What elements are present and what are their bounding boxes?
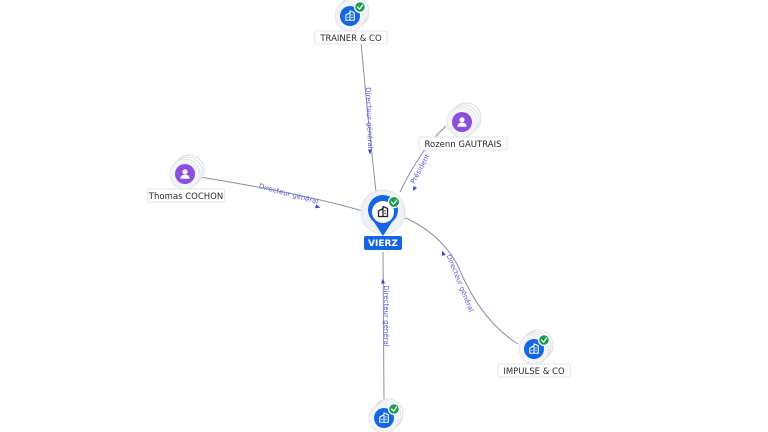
center-node[interactable]: VIERZ <box>360 189 406 250</box>
node-label-text: Thomas COCHON <box>148 192 223 202</box>
node-bottom[interactable] <box>368 398 404 432</box>
building-icon <box>345 10 355 21</box>
person-icon <box>457 117 467 127</box>
edge-line <box>400 215 519 345</box>
building-icon <box>529 343 539 354</box>
check-badge-icon <box>387 195 401 209</box>
edge-trainer: Directeur général <box>360 41 377 193</box>
center-label[interactable]: VIERZ <box>364 236 402 250</box>
edge-gautrais: Président <box>399 125 447 193</box>
node-label-gautrais[interactable]: Rozenn GAUTRAIS <box>418 136 508 151</box>
node-impulse[interactable]: IMPULSE & CO <box>497 329 571 378</box>
node-label-text: TRAINER & CO <box>319 34 382 44</box>
check-badge-icon <box>354 1 366 13</box>
check-badge-icon <box>538 334 550 346</box>
edge-bottom: Directeur général <box>381 251 390 403</box>
edge-label: Directeur général <box>382 285 390 346</box>
edge-arrow-icon <box>368 149 372 155</box>
edge-arrow-icon <box>381 278 385 284</box>
edge-line <box>199 176 367 213</box>
edge-line <box>360 41 377 193</box>
edge-label: Directeur général <box>364 87 374 149</box>
edge-arrow-icon <box>412 185 417 192</box>
edge-arrow-icon <box>315 204 321 209</box>
building-icon <box>377 205 389 218</box>
node-trainer[interactable]: TRAINER & CO <box>314 0 388 45</box>
node-label-text: IMPULSE & CO <box>503 367 565 377</box>
person-icon <box>180 169 190 179</box>
center-label-text: VIERZ <box>368 239 398 249</box>
node-label-trainer[interactable]: TRAINER & CO <box>314 30 388 45</box>
node-cochon[interactable]: Thomas COCHON <box>146 154 226 203</box>
edge-label: Directeur général <box>445 253 475 313</box>
edge-label: Directeur général <box>258 182 319 206</box>
edge-arrow-icon <box>441 250 446 257</box>
node-gautrais[interactable]: Rozenn GAUTRAIS <box>418 102 508 151</box>
node-label-text: Rozenn GAUTRAIS <box>425 140 502 150</box>
edge-impulse: Directeur général <box>400 215 519 345</box>
node-label-impulse[interactable]: IMPULSE & CO <box>497 363 571 378</box>
edge-line <box>399 125 447 193</box>
node-label-cochon[interactable]: Thomas COCHON <box>146 188 226 203</box>
check-badge-icon <box>388 403 400 415</box>
building-icon <box>379 412 389 423</box>
edge-line <box>382 251 385 403</box>
nodes-layer: TRAINER & CO Rozenn GAUTRAIS Thomas COCHON… <box>146 0 571 432</box>
